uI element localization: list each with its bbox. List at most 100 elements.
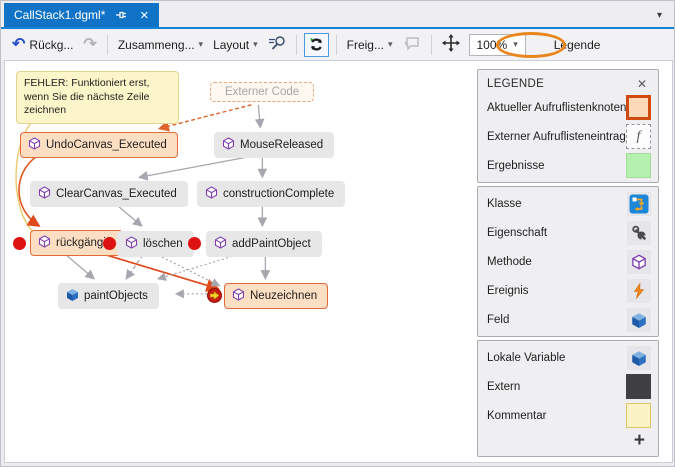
legend-section-other: Lokale Variable Extern Kommentar + [477,340,659,457]
toolbar-separator [106,34,108,55]
legend-row-current-call-node[interactable]: Aktueller Aufruflistenknoten [478,93,658,122]
breakpoint-icon [103,237,116,250]
comment-node[interactable]: FEHLER: Funktioniert erst, wenn Sie die … [16,71,179,124]
legend-row-extern[interactable]: Extern [478,372,658,401]
tab-callstack1[interactable]: CallStack1.dgml* ✕ [4,3,160,27]
method-icon [205,186,218,202]
legend-section-categories: Klasse Eigenschaft Methode [477,186,659,337]
legend-panel: LEGENDE ✕ Aktueller Aufruflistenknoten E… [477,69,659,460]
method-icon [627,249,651,274]
node-clearcanvas-executed[interactable]: ClearCanvas_Executed [30,181,188,207]
edge-loeschen-to-paintobjects [125,254,144,280]
node-mousereleased[interactable]: MouseReleased [214,132,335,158]
method-icon [28,137,41,153]
external-entry-swatch: f [626,124,651,149]
pin-icon[interactable] [114,8,128,22]
node-externer-code[interactable]: Externer Code [210,82,315,102]
node-label: rückgängig [56,237,113,249]
field-icon [627,307,651,332]
combine-label: Zusammeng... [117,37,195,52]
field-icon [66,288,79,304]
legend-row-event[interactable]: Ereignis [478,276,658,305]
node-label: constructionComplete [223,188,335,200]
tab-strip: CallStack1.dgml* ✕ ▾ [1,1,674,27]
legend-row-field[interactable]: Feld [478,305,658,334]
legend-row-comment[interactable]: Kommentar [478,401,658,430]
undo-icon: ↶ [12,35,26,53]
layout-dropdown[interactable]: Layout ▾ [208,35,263,55]
node-rueckgaengig[interactable]: rückgängig [30,230,124,256]
pan-button[interactable] [437,31,465,58]
edge-rueckgaengig-to-neuzeichnen [102,253,220,292]
sync-layout-toggle[interactable] [303,32,329,57]
node-label: Neuzeichnen [250,290,318,302]
magnifier-lines-icon [268,35,286,54]
undo-label: Rückg... [29,37,74,52]
graph-canvas[interactable]: FEHLER: Funktioniert erst, wenn Sie die … [4,60,673,463]
local-variable-icon [627,345,651,370]
breakpoint-icon [13,237,26,250]
method-icon [214,236,227,252]
undo-button[interactable]: ↶ Rückg... [7,35,78,55]
node-loeschen[interactable]: löschen [117,231,194,257]
node-undocanvas-executed[interactable]: UndoCanvas_Executed [20,132,178,158]
tab-accent-line [1,27,674,29]
tab-overflow-icon[interactable]: ▾ [656,10,662,21]
edge-addpaint-to-paintobjects [157,254,237,281]
method-icon [222,137,235,153]
zoom-value: 100% [476,37,508,52]
legend-row-external-entry[interactable]: Externer Aufruflisteneintrag f [478,122,658,151]
toolbar-separator [430,34,432,55]
legend-row-class[interactable]: Klasse [478,189,658,218]
results-swatch [626,153,651,178]
edge-externercode-to-mousereleased [254,104,265,129]
add-legend-item-button[interactable]: + [633,430,645,451]
share-label: Freig... [346,37,384,52]
node-label: ClearCanvas_Executed [56,188,177,200]
legend-row-results[interactable]: Ergebnisse [478,151,658,180]
method-icon [232,288,245,304]
redo-icon: ↷ [83,35,97,53]
share-dropdown[interactable]: Freig... ▾ [342,35,398,55]
close-icon[interactable]: ✕ [636,77,647,91]
edge-comment-to-rueckgaengig [15,109,48,232]
extern-swatch [626,374,651,399]
node-label: addPaintObject [232,238,311,250]
legend-section-callstack: LEGENDE ✕ Aktueller Aufruflistenknoten E… [477,69,659,183]
node-label: MouseReleased [240,139,324,151]
legend-toggle-button[interactable]: Legende [544,34,611,56]
graph-toolbar: ↶ Rückg... ↷ Zusammeng... ▾ Layout ▾ [1,29,674,60]
method-icon [38,235,51,251]
edge-rueckgaengig-to-paintobjects [66,255,95,280]
legend-row-local-variable[interactable]: Lokale Variable [478,343,658,372]
legend-row-property[interactable]: Eigenschaft [478,218,658,247]
toolbar-separator [335,34,337,55]
edge-undocanvas-to-rueckgaengig [18,155,41,227]
redo-button[interactable]: ↷ [78,36,101,54]
node-constructioncomplete[interactable]: constructionComplete [197,181,346,207]
edge-externercode-to-undocanvas [157,104,252,132]
zoom-level-dropdown[interactable]: 100% ▾ [468,33,526,56]
close-tab-icon[interactable]: ✕ [139,9,149,22]
move-arrows-icon [441,34,460,55]
combine-dropdown[interactable]: Zusammeng... ▾ [113,35,208,55]
node-addpaintobject[interactable]: addPaintObject [206,231,322,257]
method-icon [125,236,138,252]
method-icon [38,186,51,202]
refresh-icon [310,38,322,51]
tab-title: CallStack1.dgml* [14,8,106,22]
edge-loeschen-to-neuzeichnen [157,254,221,287]
new-comment-button-disabled[interactable] [398,32,426,57]
node-label: Externer Code [225,86,300,98]
chevron-down-icon: ▾ [198,39,204,49]
legend-row-method[interactable]: Methode [478,247,658,276]
instruction-pointer-icon [207,288,222,303]
legend-title: LEGENDE [487,78,545,90]
node-paintobjects[interactable]: paintObjects [58,283,159,309]
chevron-down-icon: ▾ [513,39,518,49]
node-label: UndoCanvas_Executed [46,139,167,151]
comment-swatch [626,403,651,428]
node-neuzeichnen[interactable]: Neuzeichnen [224,283,329,309]
find-path-button[interactable] [263,32,291,57]
